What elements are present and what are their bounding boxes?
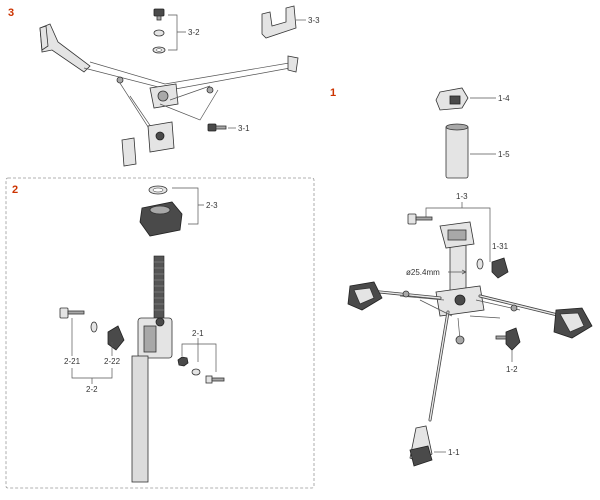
label-1-2: 1-2 — [506, 365, 518, 374]
diameter-dimension — [448, 269, 467, 275]
part-2-22-washer-and-wingnut — [90, 321, 125, 351]
label-1-1: 1-1 — [448, 448, 460, 457]
snare-basket-assembly — [39, 23, 299, 167]
part-3-2-screw-and-washers — [152, 8, 166, 54]
part-1-1-rubber-foot — [409, 425, 433, 467]
label-diameter: ø25.4mm — [406, 268, 440, 277]
label-1-3: 1-3 — [456, 192, 468, 201]
label-3-3: 3-3 — [308, 16, 320, 25]
label-2-22: 2-22 — [104, 357, 121, 366]
leader-2-2 — [71, 368, 113, 384]
label-3-2: 3-2 — [188, 28, 200, 37]
leader-3-2 — [168, 14, 186, 51]
part-1-2-wing-bolt — [495, 327, 521, 351]
label-2-3: 2-3 — [206, 201, 218, 210]
part-2-threaded-rod-and-tube — [131, 255, 173, 483]
part-3-3-grip — [261, 5, 297, 39]
label-2-2: 2-2 — [86, 385, 98, 394]
part-2-1-fasteners — [177, 356, 225, 384]
label-2-1: 2-1 — [192, 329, 204, 338]
section-2-box — [5, 177, 315, 489]
part-1-4-memory-clamp — [435, 87, 469, 111]
part-1-31-wingnut — [476, 257, 509, 279]
label-1-5: 1-5 — [498, 150, 510, 159]
part-1-3-bolt — [407, 213, 433, 225]
tripod-base-assembly — [347, 221, 593, 422]
section-2-number: 2 — [12, 184, 18, 196]
part-2-3-washer-and-nut — [139, 185, 183, 237]
part-2-21-bolt — [59, 307, 85, 319]
label-3-1: 3-1 — [238, 124, 250, 133]
leader-2-1 — [181, 338, 217, 372]
label-1-31: 1-31 — [492, 242, 509, 251]
section-1-number: 1 — [330, 87, 336, 99]
leader-2-3 — [172, 187, 204, 225]
leader-1-3 — [425, 202, 491, 262]
part-3-1-bolt — [207, 123, 227, 132]
section-3-number: 3 — [8, 7, 14, 19]
part-1-5-sleeve — [445, 123, 469, 179]
label-2-21: 2-21 — [64, 357, 81, 366]
label-1-4: 1-4 — [498, 94, 510, 103]
